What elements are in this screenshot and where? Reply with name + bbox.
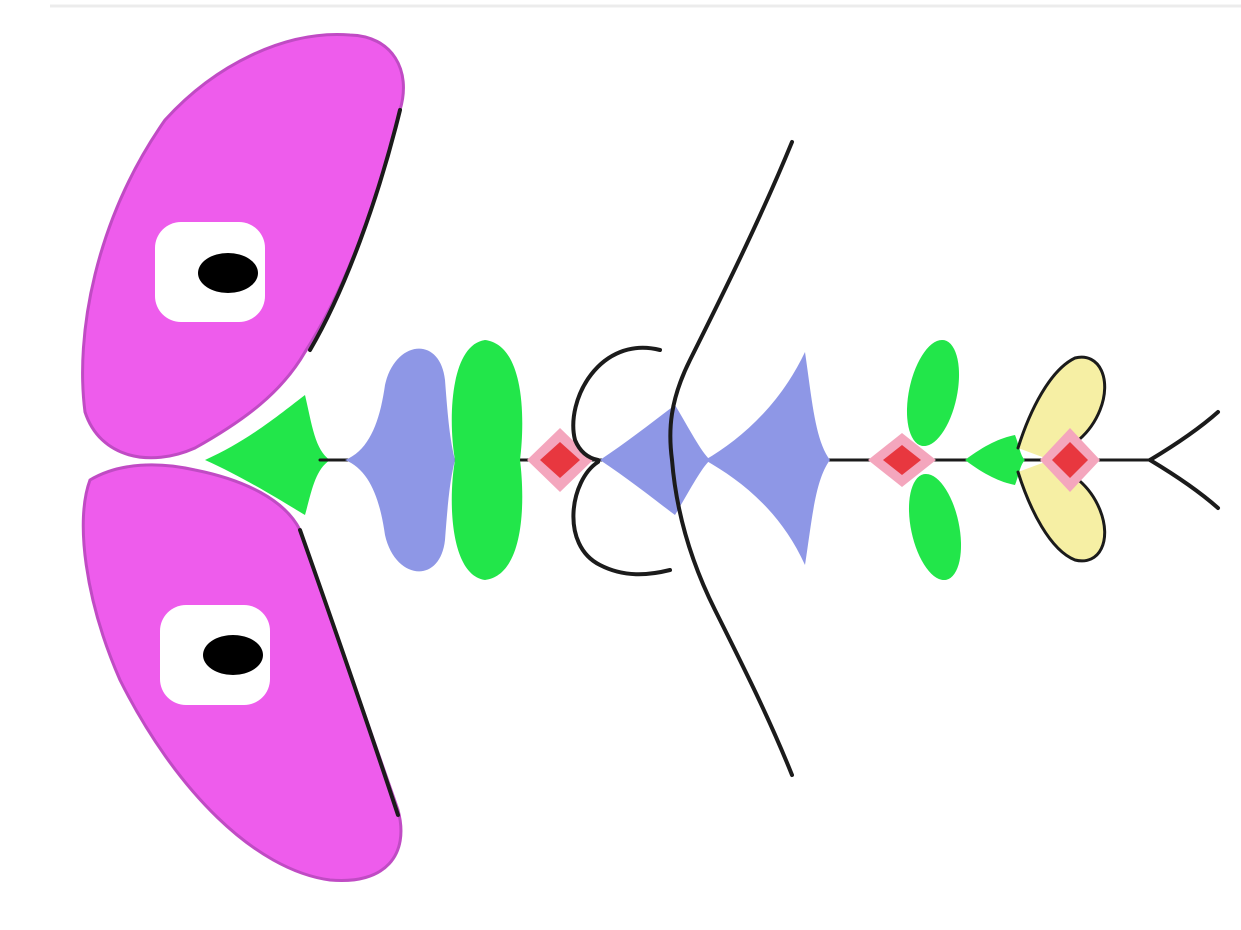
blue-region-center [600,405,710,515]
upper-hole-point-icon [198,253,258,293]
fork-branch-bottom [1150,460,1218,508]
green-petal-top [898,335,967,451]
fork-branch-top [1150,412,1218,460]
blue-region-fan [705,352,830,565]
green-region-2 [452,340,523,580]
lower-hole-point-icon [203,635,263,675]
green-petal-bottom [900,469,969,585]
green-region-small [965,435,1025,485]
blue-region-1 [345,349,455,572]
